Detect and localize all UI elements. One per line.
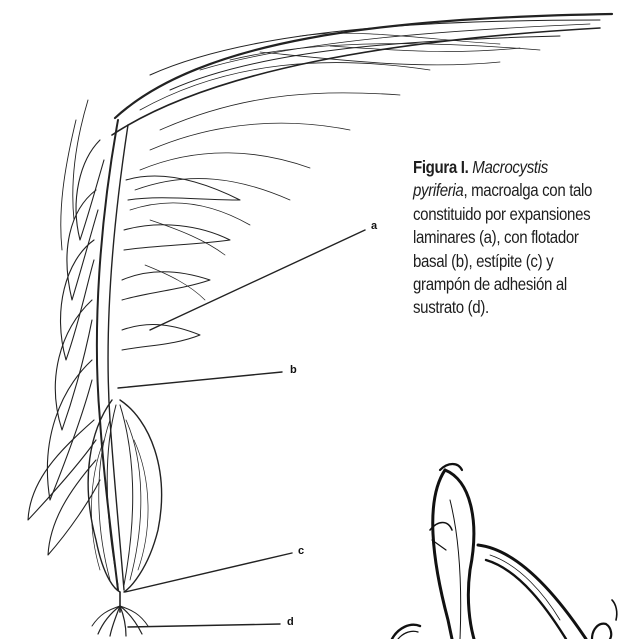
figure-caption: Figura I. Macrocystis pyriferia, macroal… (413, 156, 595, 320)
basal-cluster (88, 400, 161, 592)
leader-lines (118, 230, 365, 627)
callout-d: d (287, 616, 294, 628)
callout-a: a (371, 220, 377, 232)
callout-b: b (290, 364, 297, 376)
callout-c: c (298, 545, 304, 557)
right-blades (122, 176, 240, 350)
caption-label: Figura I. (413, 157, 468, 177)
caption-text: , macroalga con talo constituido por exp… (413, 180, 592, 317)
holdfast (92, 592, 148, 636)
main-stipe (97, 120, 128, 590)
secondary-illustration (392, 464, 617, 639)
